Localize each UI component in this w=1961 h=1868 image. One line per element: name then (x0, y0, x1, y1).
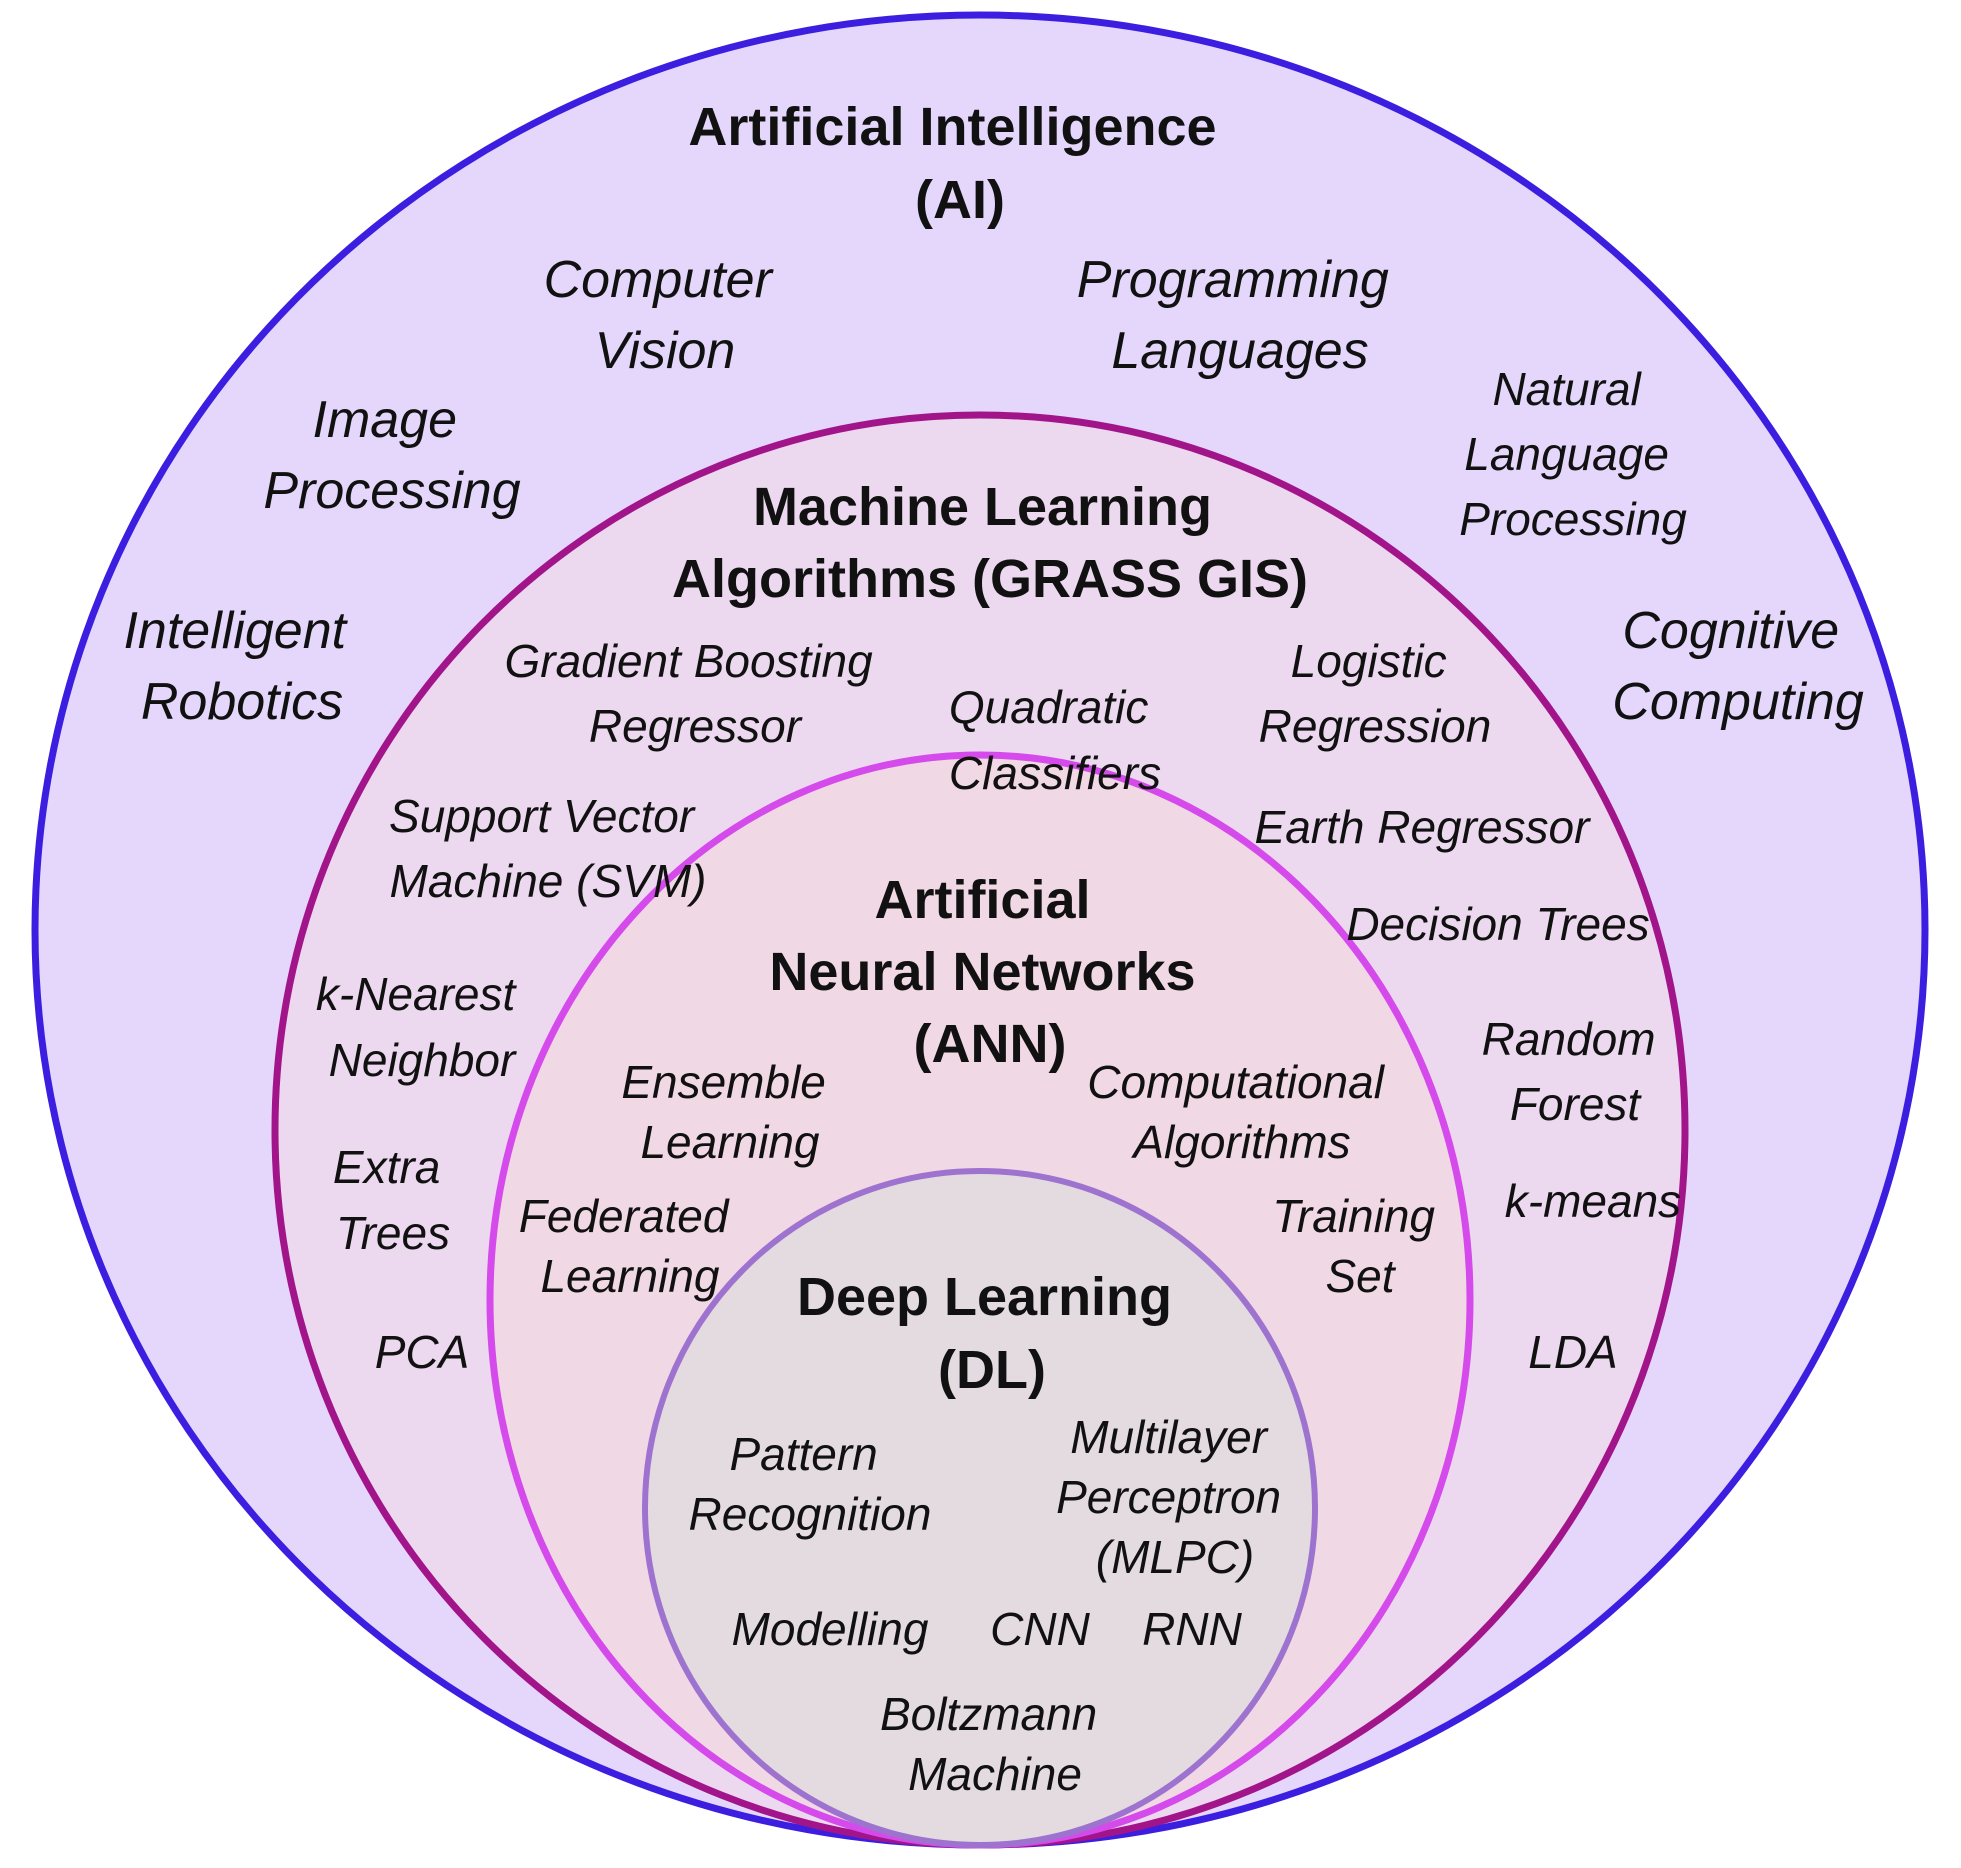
ml-item-lda: LDA (1528, 1326, 1617, 1378)
ai-item-programming-languages: Programming Languages (1077, 251, 1404, 380)
ann-title: Artificial Neural Networks (ANN) (769, 870, 1210, 1074)
ai-item-intelligent-robotics: Intelligent Robotics (123, 602, 360, 731)
ann-item-computational-algorithms: Computational Algorithms (1087, 1056, 1396, 1168)
ml-item-svm: Support Vector Machine (SVM) (389, 790, 707, 907)
ai-item-image-processing: Image Processing (263, 391, 520, 520)
ml-title: Machine Learning Algorithms (GRASS GIS) (672, 477, 1308, 609)
ann-item-ensemble-learning: Ensemble Learning (621, 1056, 838, 1168)
ai-item-natural-language-processing: Natural Language Processing (1459, 363, 1687, 545)
dl-circle (642, 1168, 1318, 1848)
ai-item-computer-vision: Computer Vision (544, 251, 787, 380)
ml-item-extra-trees: Extra Trees (333, 1141, 453, 1259)
ml-item-random-forest: Random Forest (1482, 1013, 1669, 1130)
ai-title: Artificial Intelligence (AI) (688, 97, 1231, 230)
dl-item-boltzmann-machine: Boltzmann Machine (880, 1688, 1110, 1800)
dl-item-rnn: RNN (1142, 1603, 1242, 1655)
dl-item-cnn: CNN (990, 1603, 1090, 1655)
ann-item-training-set: Training Set (1272, 1190, 1448, 1302)
ml-item-k-nearest-neighbor: k-Nearest Neighbor (316, 968, 528, 1086)
ml-item-quadratic-classifiers: Quadratic Classifiers (949, 681, 1161, 799)
ml-item-logistic-regression: Logistic Regression (1259, 635, 1492, 752)
ml-item-decision-trees: Decision Trees (1346, 898, 1649, 950)
dl-item-pattern-recognition: Pattern Recognition (689, 1428, 932, 1540)
ml-item-earth-regressor: Earth Regressor (1255, 801, 1592, 853)
dl-title: Deep Learning (DL) (797, 1267, 1187, 1400)
ml-item-pca: PCA (375, 1326, 470, 1378)
ml-item-k-means: k-means (1505, 1175, 1681, 1227)
dl-item-multilayer-perceptron: Multilayer Perceptron (MLPC) (1056, 1411, 1294, 1583)
ann-item-federated-learning: Federated Learning (519, 1190, 741, 1302)
dl-item-modelling: Modelling (732, 1603, 929, 1655)
ai-item-cognitive-computing: Cognitive Computing (1612, 602, 1864, 731)
ml-item-gradient-boosting: Gradient Boosting Regressor (504, 635, 885, 752)
